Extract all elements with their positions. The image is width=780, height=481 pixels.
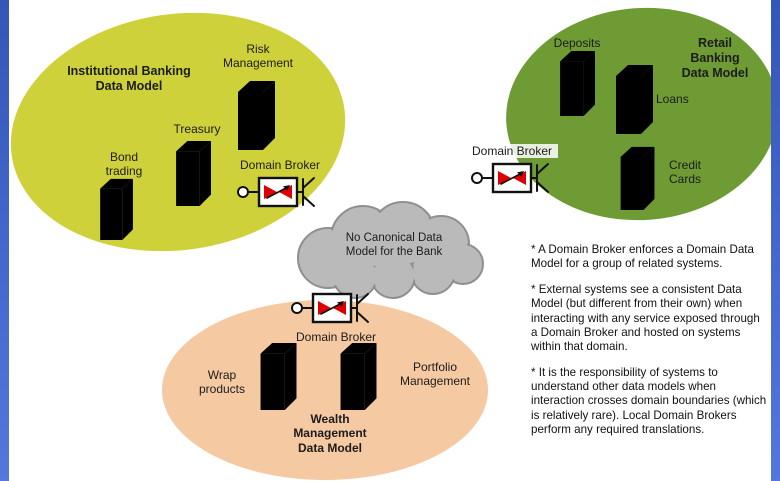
cube-icon: [620, 146, 655, 210]
wrap-products-label: Wrap products: [198, 368, 246, 397]
note-domain-broker-enforces: * A Domain Broker enforces a Domain Data…: [531, 243, 754, 271]
cube-icon: [340, 342, 377, 410]
wealth-domain-broker-icon: [290, 286, 374, 335]
wrap-products-system-box: [260, 342, 298, 410]
institutional-broker-label: Domain Broker: [239, 158, 321, 172]
credit-cards-label: Credit Cards: [668, 158, 701, 187]
cube-icon: [100, 178, 133, 240]
cube-icon: [238, 81, 275, 150]
cube-icon: [560, 50, 595, 116]
right-blue-bar: [771, 0, 780, 481]
deposits-system-box: [560, 50, 596, 116]
domain-broker-icon: [470, 162, 550, 194]
cloud-icon: [297, 201, 484, 299]
risk-management-label: Risk Management: [222, 42, 294, 71]
wealth-management-domain: [162, 300, 488, 480]
deposits-label: Deposits: [553, 36, 601, 50]
note-responsibility: * It is the responsibility of systems to…: [531, 365, 767, 437]
domain-broker-icon: [236, 176, 316, 208]
left-blue-bar: [0, 0, 9, 481]
bond-trading-label: Bond trading: [105, 150, 143, 179]
risk-management-system-box: [238, 80, 276, 150]
cube-icon: [176, 140, 211, 206]
portfolio-management-label: Portfolio Management: [399, 360, 471, 389]
note-external-systems: * External systems see a consistent Data…: [531, 282, 760, 354]
portfolio-management-system-box: [340, 342, 378, 410]
loans-label: Loans: [656, 92, 689, 106]
domain-broker-icon: [290, 292, 370, 324]
cloud-text: No Canonical Data Model for the Bank: [345, 232, 443, 259]
loans-system-box: [616, 64, 654, 134]
retail-broker-label: Domain Broker: [466, 144, 558, 159]
treasury-label: Treasury: [173, 122, 221, 136]
institutional-domain-broker-icon: [236, 170, 320, 219]
retail-domain-title: Retail Banking Data Model: [681, 36, 749, 80]
institutional-domain-title: Institutional Banking Data Model: [67, 64, 191, 93]
wealth-broker-label: Domain Broker: [295, 330, 377, 344]
treasury-system-box: [176, 140, 212, 206]
no-canonical-model-cloud: [283, 196, 495, 300]
annotation-notes: * A Domain Broker enforces a Domain Data…: [531, 243, 768, 449]
retail-domain-broker-icon: [470, 156, 554, 205]
wealth-domain-title: Wealth Management Data Model: [293, 412, 367, 455]
cube-icon: [260, 342, 297, 410]
cube-icon: [616, 65, 653, 134]
credit-cards-system-box: [620, 146, 656, 210]
bond-trading-system-box: [100, 178, 134, 240]
